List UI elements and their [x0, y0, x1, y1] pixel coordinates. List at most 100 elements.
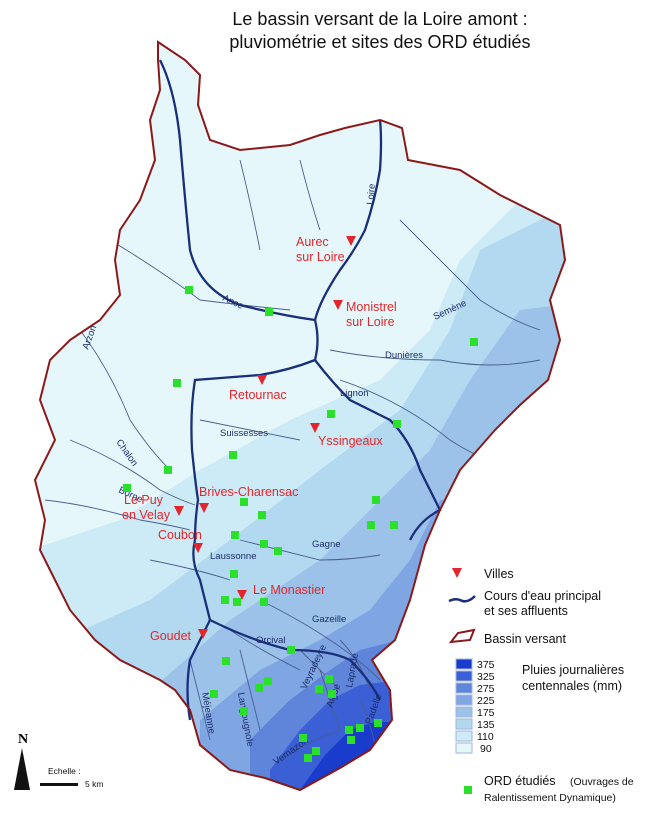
ord-site	[229, 451, 237, 459]
city-markers	[174, 236, 356, 639]
ord-site	[260, 540, 268, 548]
city-label-coubon: Coubon	[158, 528, 202, 542]
title-line-2: pluviométrie et sites des ORD étudiés	[229, 32, 531, 52]
basin-outline	[33, 40, 567, 792]
legend-value-90: 90	[480, 743, 492, 755]
river-label-gagne: Gagne	[312, 539, 341, 550]
north-label: N	[18, 732, 28, 747]
ord-site	[287, 646, 295, 654]
city-label-retournac: Retournac	[229, 388, 287, 402]
tributary-borne	[44, 499, 191, 531]
legend-ord-main: ORD étudiés	[484, 774, 556, 788]
legend-pluies-label-2: centennales (mm)	[522, 679, 622, 693]
legend-ord-paren: (Ouvrages de	[570, 776, 634, 788]
legend-river-symbol	[448, 595, 476, 603]
scale-distance: 5 km	[85, 779, 103, 789]
tributary-dunieres	[329, 349, 541, 366]
ord-site	[222, 657, 230, 665]
city-label-le-puy-2: en Velay	[122, 508, 171, 522]
ord-site	[328, 690, 336, 698]
legend: Villes Cours d'eau principal et ses affl…	[448, 567, 634, 804]
ord-site	[221, 596, 229, 604]
river-label-orcival: Orcival	[256, 635, 286, 646]
ord-site	[315, 685, 323, 693]
tributary-vernazon	[279, 729, 341, 761]
city-label-goudet: Goudet	[150, 629, 192, 643]
ord-site	[347, 736, 355, 744]
ord-site	[390, 521, 398, 529]
north-arrow: N	[14, 732, 30, 790]
city-marker-retournac	[257, 375, 267, 385]
tributary-aigue	[319, 669, 341, 731]
lignon-subbasin	[314, 359, 442, 541]
ord-site	[210, 690, 218, 698]
legend-value-325: 325	[477, 671, 495, 683]
tributary-gazeille	[259, 599, 381, 681]
ord-site	[274, 547, 282, 555]
legend-value-375: 375	[477, 659, 495, 671]
ord-sites	[123, 286, 478, 762]
ord-site	[123, 484, 131, 492]
ord-site	[240, 498, 248, 506]
legend-cours-label-1: Cours d'eau principal	[484, 589, 601, 603]
tributary-north-2	[299, 159, 321, 231]
north-arrow-icon	[14, 748, 30, 790]
map-title: Le bassin versant de la Loire amont : pl…	[150, 8, 610, 54]
legend-value-225: 225	[477, 695, 495, 707]
river-label-gazeille: Gazeille	[312, 614, 346, 625]
legend-cours-label-2: et ses affluents	[484, 604, 568, 618]
ord-site	[356, 724, 364, 732]
main-rivers	[158, 59, 442, 721]
city-label-monistrel-2: sur Loire	[346, 315, 395, 329]
ord-site	[367, 521, 375, 529]
city-label-aurec-2: sur Loire	[296, 250, 345, 264]
legend-value-275: 275	[477, 683, 495, 695]
ord-site	[327, 410, 335, 418]
legend-swatch-175	[455, 706, 473, 718]
city-label-le-puy-1: Le Puy	[124, 493, 164, 507]
scale-label: Echelle :	[48, 766, 81, 776]
legend-value-175: 175	[477, 707, 495, 719]
river-label-suissesses: Suissesses	[220, 428, 268, 439]
tributary-chalon	[69, 439, 196, 506]
tributaries	[44, 159, 541, 761]
city-marker-goudet	[198, 629, 208, 639]
gazeille-subbasin	[209, 618, 382, 701]
tributary-semene	[399, 219, 541, 331]
legend-city-marker	[452, 568, 462, 578]
scale-bar: Echelle : 5 km	[40, 766, 103, 789]
tributary-laprade	[339, 639, 371, 691]
city-marker-le-puy	[174, 506, 184, 516]
legend-swatch-110	[455, 730, 473, 742]
legend-swatch-375	[455, 658, 473, 670]
legend-basin-symbol	[448, 628, 476, 644]
tributary-ance	[109, 239, 291, 311]
legend-value-135: 135	[477, 719, 495, 731]
ord-site	[233, 598, 241, 606]
ord-site	[258, 511, 266, 519]
city-marker-monistrel	[333, 300, 343, 310]
legend-ord-line2: Ralentissement Dynamique)	[484, 792, 616, 804]
legend-swatch-325	[455, 670, 473, 682]
city-label-brives: Brives-Charensac	[199, 485, 298, 499]
ord-site	[299, 734, 307, 742]
ord-site	[304, 754, 312, 762]
ord-site	[470, 338, 478, 346]
legend-swatch-275	[455, 682, 473, 694]
tributary-padelle	[359, 699, 376, 746]
city-label-monistrel-1: Monistrel	[346, 300, 397, 314]
ord-site	[173, 379, 181, 387]
tributary-veyradeyre	[299, 649, 341, 691]
river-label-dunieres: Dunières	[385, 350, 423, 361]
ord-site	[164, 466, 172, 474]
loire-main	[158, 59, 383, 322]
legend-swatch-135	[455, 718, 473, 730]
legend-pluies-label-1: Pluies journalières	[522, 663, 624, 677]
ord-site	[260, 598, 268, 606]
city-labels: Aurec sur Loire Monistrel sur Loire Reto…	[122, 235, 397, 643]
legend-swatch-90	[455, 742, 473, 754]
scale-bar-line	[40, 783, 78, 786]
river-label-laussonne: Laussonne	[210, 551, 256, 562]
ord-site	[393, 420, 401, 428]
